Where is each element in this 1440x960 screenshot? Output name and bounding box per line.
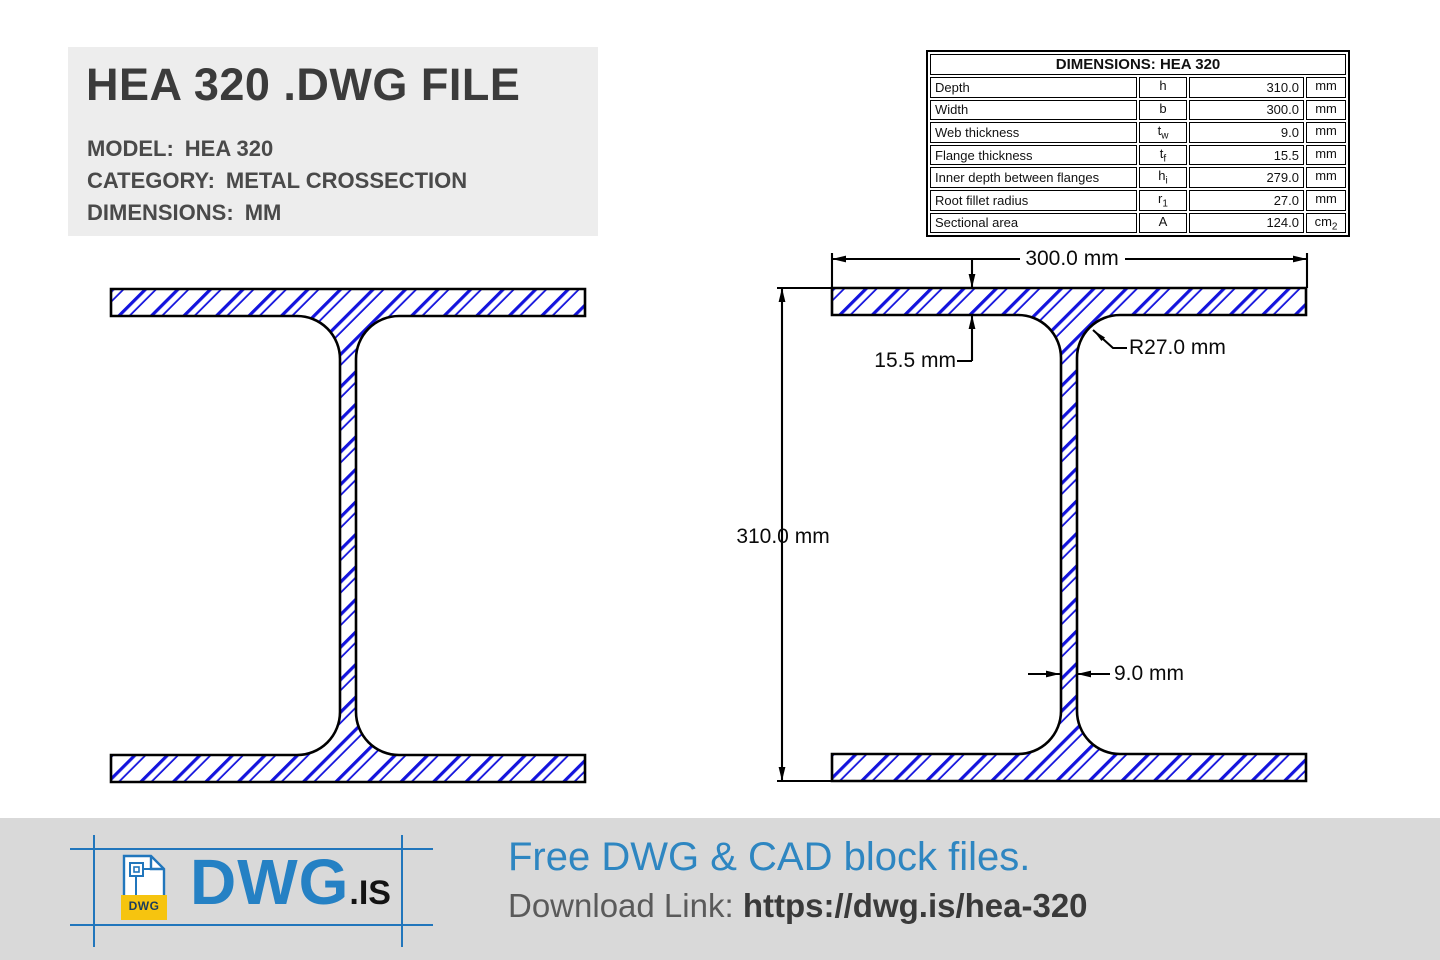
width-dimension-label: 300.0 mm bbox=[1025, 247, 1119, 270]
model-line: MODEL: HEA 320 bbox=[87, 133, 467, 165]
download-label: Download Link: bbox=[508, 887, 743, 924]
row-symbol: tw bbox=[1139, 122, 1187, 143]
category-line: CATEGORY: METAL CROSSECTION bbox=[87, 165, 467, 197]
row-label: Web thickness bbox=[930, 122, 1137, 143]
row-unit: mm bbox=[1306, 77, 1347, 98]
crosshair-lines bbox=[70, 835, 433, 947]
row-label: Depth bbox=[930, 77, 1137, 98]
download-url: https://dwg.is/hea-320 bbox=[742, 887, 1088, 924]
dimensions-line: DIMENSIONS: MM bbox=[87, 197, 467, 229]
row-value: 15.5 bbox=[1189, 144, 1304, 166]
row-symbol: A bbox=[1139, 212, 1187, 234]
table-row: Sectional area A 124.0 cm2 bbox=[930, 212, 1347, 234]
left-beam-section bbox=[109, 287, 587, 784]
table-row: Flange thickness tf 15.5 mm bbox=[930, 144, 1347, 166]
ibeam-outline bbox=[109, 287, 587, 784]
row-value: 9.0 bbox=[1189, 122, 1304, 143]
table-title-row: DIMENSIONS: HEA 320 bbox=[930, 54, 1347, 75]
row-unit: mm bbox=[1306, 122, 1347, 143]
beam-drawings bbox=[109, 253, 1309, 784]
table-row: Width b 300.0 mm bbox=[930, 99, 1347, 121]
category-label: CATEGORY: bbox=[87, 168, 215, 193]
logo-text: DWG bbox=[190, 846, 350, 918]
footer-tagline: Free DWG & CAD block files. bbox=[508, 835, 1031, 879]
row-value: 279.0 bbox=[1189, 167, 1304, 188]
dwg-file-icon bbox=[121, 854, 167, 920]
right-beam-section bbox=[830, 286, 1308, 783]
site-logo: DWG.IS bbox=[190, 845, 391, 919]
model-label: MODEL: bbox=[87, 136, 174, 161]
ibeam-outline bbox=[830, 286, 1308, 783]
row-value: 124.0 bbox=[1189, 212, 1304, 234]
download-line: Download Link: https://dwg.is/hea-320 bbox=[508, 887, 1088, 925]
row-label: Flange thickness bbox=[930, 144, 1137, 166]
dimension-lines bbox=[777, 253, 1309, 783]
dimensions-table: DIMENSIONS: HEA 320 Depth h 310.0 mm Wid… bbox=[926, 50, 1351, 238]
table-row: Root fillet radius r1 27.0 mm bbox=[930, 189, 1347, 211]
row-unit: mm bbox=[1306, 167, 1347, 188]
row-unit: mm bbox=[1306, 189, 1347, 211]
footer-artwork bbox=[70, 835, 433, 947]
header-info: MODEL: HEA 320 CATEGORY: METAL CROSSECTION… bbox=[87, 133, 467, 229]
table-row: Web thickness tw 9.0 mm bbox=[930, 122, 1347, 143]
header-panel: HEA 320 .DWG FILE MODEL: HEA 320 CATEGORY… bbox=[68, 47, 598, 236]
row-value: 27.0 bbox=[1189, 189, 1304, 211]
table-title: DIMENSIONS: HEA 320 bbox=[930, 54, 1347, 75]
dimension-arrows bbox=[778, 255, 1307, 781]
row-unit: mm bbox=[1306, 99, 1347, 121]
row-label: Width bbox=[930, 99, 1137, 121]
table-row: Inner depth between flanges hi 279.0 mm bbox=[930, 167, 1347, 188]
row-unit: mm bbox=[1306, 144, 1347, 166]
depth-dimension-label: 310.0 mm bbox=[736, 525, 830, 548]
row-value: 300.0 bbox=[1189, 99, 1304, 121]
row-label: Sectional area bbox=[930, 212, 1137, 234]
logo-suffix: .IS bbox=[349, 874, 391, 912]
row-label: Inner depth between flanges bbox=[930, 167, 1137, 188]
flange-thickness-dimension-label: 15.5 mm bbox=[874, 349, 956, 372]
page-title: HEA 320 .DWG FILE bbox=[86, 59, 521, 110]
row-value: 310.0 bbox=[1189, 77, 1304, 98]
row-symbol: tf bbox=[1139, 144, 1187, 166]
row-label: Root fillet radius bbox=[930, 189, 1137, 211]
model-value: HEA 320 bbox=[184, 136, 274, 161]
web-thickness-dimension-label: 9.0 mm bbox=[1114, 662, 1185, 685]
dwg-icon-label: DWG bbox=[128, 899, 160, 913]
row-symbol: hi bbox=[1139, 167, 1187, 188]
root-radius-dimension-label: R27.0 mm bbox=[1129, 336, 1226, 359]
dimensions-value: MM bbox=[244, 200, 282, 225]
table-row: Depth h 310.0 mm bbox=[930, 77, 1347, 98]
row-symbol: h bbox=[1139, 77, 1187, 98]
row-symbol: r1 bbox=[1139, 189, 1187, 211]
dimensions-label: DIMENSIONS: bbox=[87, 200, 234, 225]
footer: DWG DWG.IS Free DWG & CAD block files. D… bbox=[0, 818, 1440, 960]
row-unit: cm2 bbox=[1306, 212, 1347, 234]
category-value: METAL CROSSECTION bbox=[225, 168, 468, 193]
row-symbol: b bbox=[1139, 99, 1187, 121]
